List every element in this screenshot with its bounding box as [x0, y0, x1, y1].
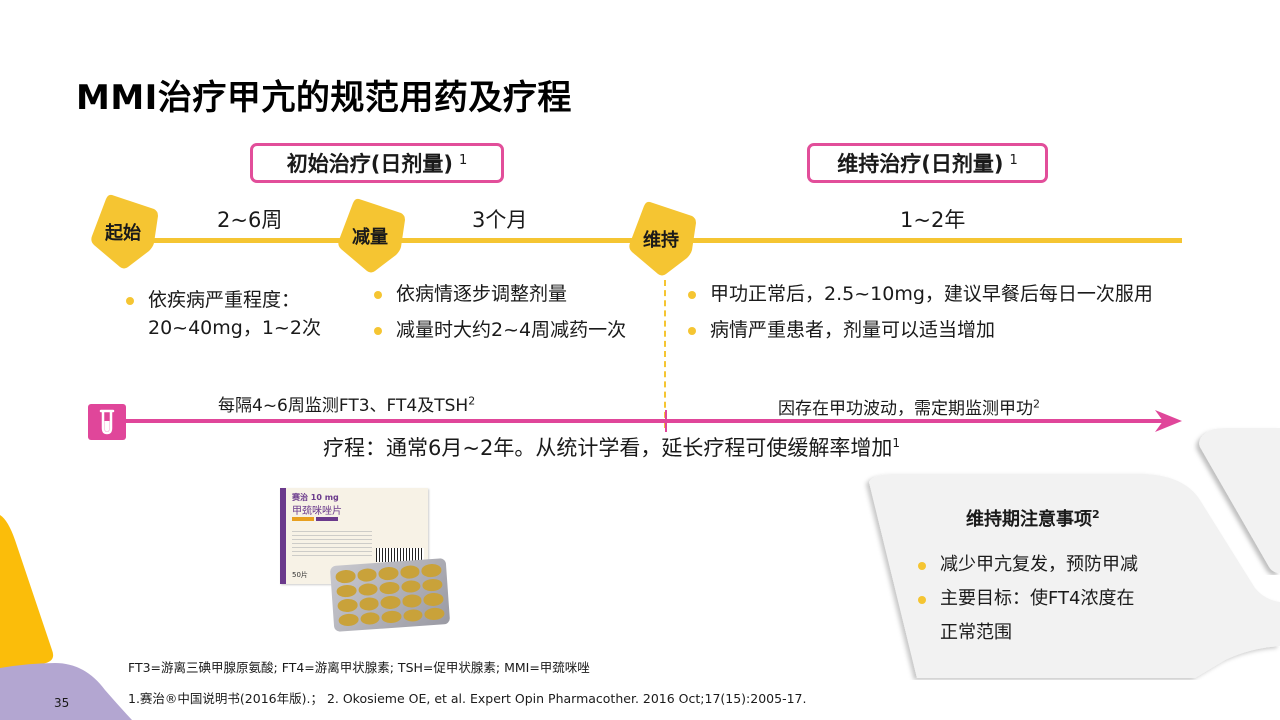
maintain-bullets: 甲功正常后，2.5~10mg，建议早餐后每日一次服用 病情严重患者，剂量可以适当… — [688, 280, 1153, 344]
phase-box-maintenance: 维持治疗(日剂量) 1 — [807, 143, 1048, 183]
pentagon-shape — [629, 201, 696, 276]
monitoring-line — [126, 419, 1166, 423]
pentagon-shape — [91, 194, 158, 269]
product-image: 赛治 10 mg 甲巯咪唑片 50片 — [280, 488, 451, 632]
bullet-item: 病情严重患者，剂量可以适当增加 — [688, 316, 1153, 344]
duration-reduce: 3个月 — [472, 208, 528, 232]
references: 1.赛治®中国说明书(2016年版).； 2. Okosieme OE, et … — [128, 691, 807, 706]
reduce-bullets: 依病情逐步调整剂量 减量时大约2~4周减药一次 — [374, 280, 626, 344]
phase-label: 初始治疗(日剂量) — [286, 152, 453, 176]
notes-list: 减少甲亢复发，预防甲减 主要目标：使FT4浓度在 正常范围 — [918, 548, 1138, 650]
stage-label: 起始 — [105, 223, 141, 244]
decor-yellow-shape — [0, 515, 54, 675]
monitoring-tick — [665, 410, 667, 432]
abbreviations: FT3=游离三碘甲腺原氨酸; FT4=游离甲状腺素; TSH=促甲状腺素; MM… — [128, 660, 590, 675]
stage-label: 维持 — [643, 230, 679, 251]
duration-maintain: 1~2年 — [900, 208, 966, 232]
bullet-item: 依病情逐步调整剂量 — [374, 280, 626, 308]
phase-ref: 1 — [458, 152, 468, 168]
start-bullets: 依疾病严重程度：20~40mg，1~2次 — [126, 286, 321, 342]
bullet-item: 甲功正常后，2.5~10mg，建议早餐后每日一次服用 — [688, 280, 1153, 308]
page-title: MMI治疗甲亢的规范用药及疗程 — [76, 78, 572, 118]
test-tube-icon — [88, 404, 126, 440]
arrow-head-icon — [1155, 410, 1182, 432]
pentagon-shape — [338, 198, 405, 273]
monitoring-left-text: 每隔4~6周监测FT3、FT4及TSH2 — [218, 394, 476, 416]
notes-title: 维持期注意事项2 — [966, 508, 1100, 530]
note-item: 主要目标：使FT4浓度在 — [918, 582, 1138, 616]
bullet-item: 依疾病严重程度：20~40mg，1~2次 — [126, 286, 321, 342]
stage-marker-reduce: 减量 — [333, 195, 407, 273]
page-number: 35 — [54, 696, 70, 710]
note-item: 减少甲亢复发，预防甲减 — [918, 548, 1138, 582]
decor-purple-shape — [0, 663, 132, 720]
duration-start: 2~6周 — [217, 208, 283, 232]
course-text: 疗程：通常6月~2年。从统计学看，延长疗程可使缓解率增加1 — [323, 436, 900, 460]
blister-pack — [329, 558, 451, 632]
phase-divider — [664, 280, 666, 428]
monitoring-right-text: 因存在甲功波动，需定期监测甲功2 — [778, 397, 1040, 419]
phase-label: 维持治疗(日剂量) — [837, 152, 1004, 176]
stage-marker-start: 起始 — [86, 191, 160, 269]
phase-box-initial: 初始治疗(日剂量) 1 — [250, 143, 504, 183]
stage-marker-maintain: 维持 — [624, 198, 698, 276]
notes-panel-bg — [869, 474, 1280, 678]
stage-label: 减量 — [352, 227, 388, 248]
phase-ref: 1 — [1009, 152, 1018, 168]
bullet-item: 减量时大约2~4周减药一次 — [374, 316, 626, 344]
note-item-continuation: 正常范围 — [940, 622, 1012, 643]
decor-grey-tab — [1199, 428, 1280, 573]
